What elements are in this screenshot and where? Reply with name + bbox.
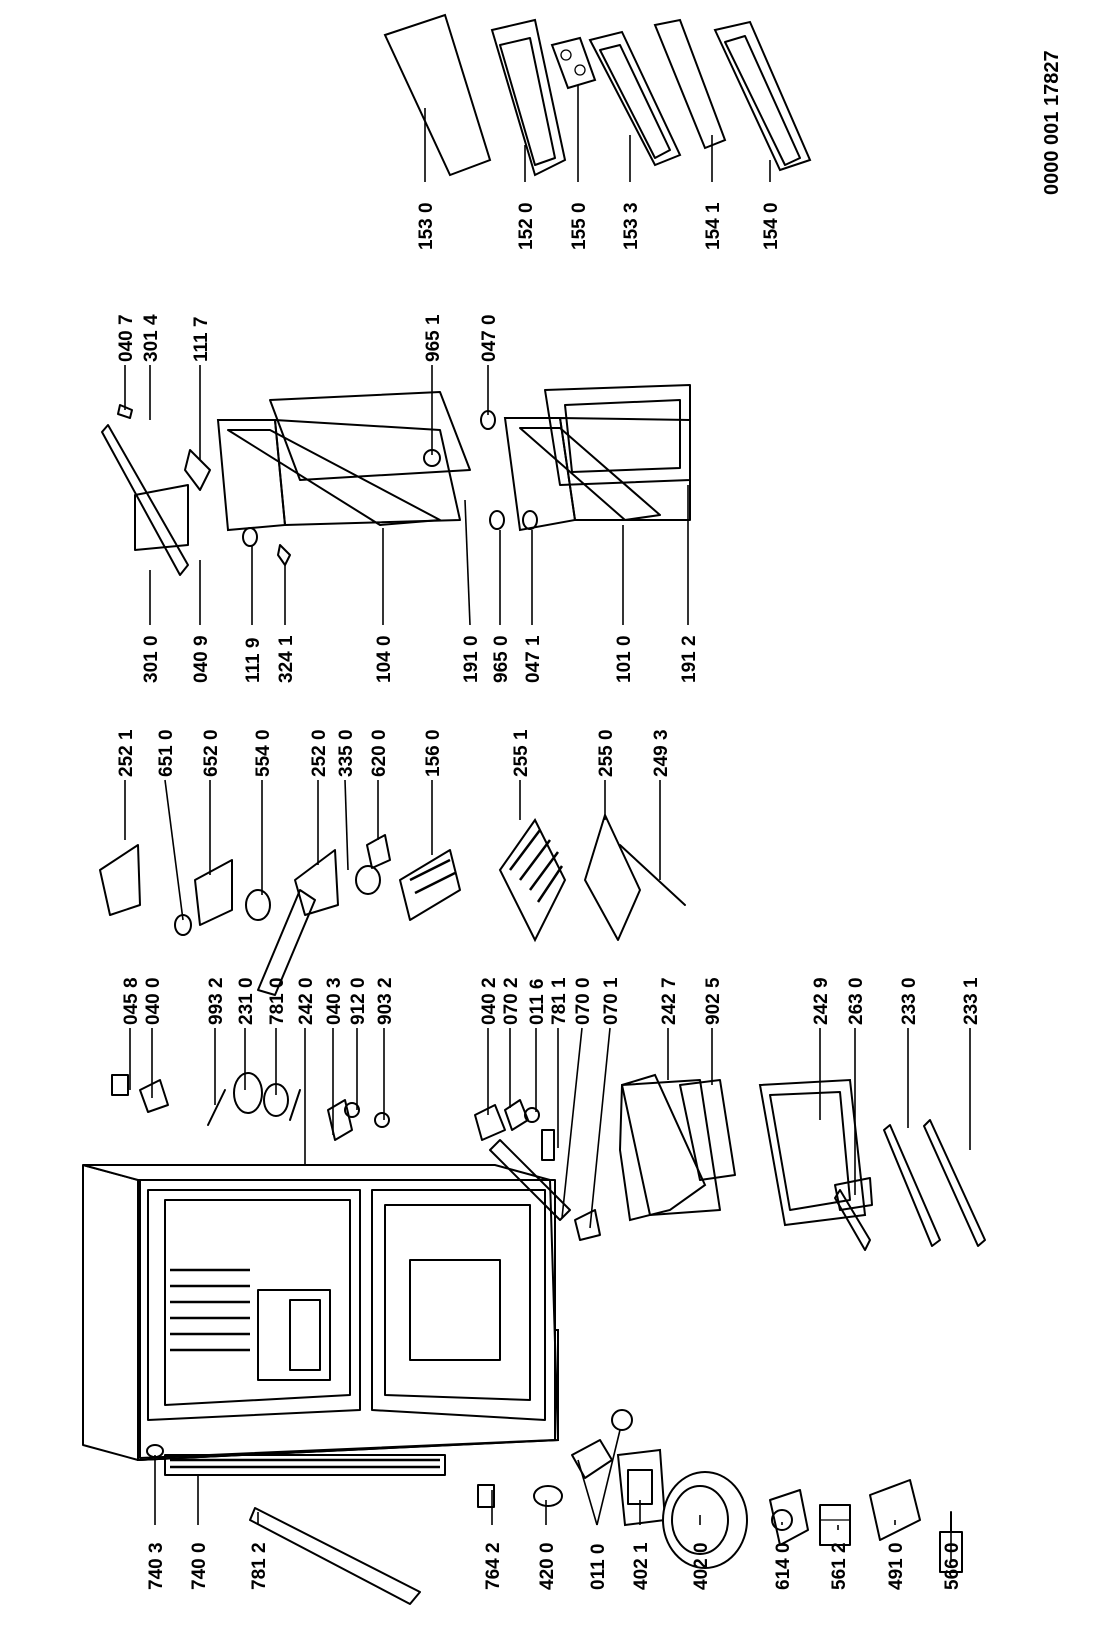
label-153-3: 153 3 [621, 202, 642, 250]
label-040-9: 040 9 [191, 635, 212, 683]
cabinet-drawing [82, 1164, 560, 1462]
label-402-1: 402 1 [631, 1542, 652, 1590]
label-242-7: 242 7 [659, 977, 680, 1025]
label-781-1: 781 1 [549, 977, 570, 1025]
label-111-9: 111 9 [243, 638, 264, 683]
label-070-0: 070 0 [573, 977, 594, 1025]
label-153-0: 153 0 [416, 202, 437, 250]
column3-freezer-parts [99, 814, 686, 996]
label-764-2: 764 2 [483, 1542, 504, 1590]
condenser-drawing [164, 1454, 446, 1476]
label-252-0: 252 0 [309, 729, 330, 777]
label-154-1: 154 1 [703, 202, 724, 250]
part-labels: 045 8 040 0 993 2 231 0 781 0 242 0 040 … [116, 50, 1063, 1590]
label-242-0: 242 0 [296, 977, 317, 1025]
label-740-0: 740 0 [189, 1542, 210, 1590]
label-263-0: 263 0 [846, 977, 867, 1025]
label-420-0: 420 0 [537, 1542, 558, 1590]
leader-lines [124, 85, 971, 1560]
label-491-0: 491 0 [886, 1542, 907, 1590]
label-045-8: 045 8 [121, 977, 142, 1025]
label-152-0: 152 0 [516, 202, 537, 250]
label-965-1: 965 1 [423, 314, 444, 362]
label-040-0: 040 0 [143, 977, 164, 1025]
label-781-0: 781 0 [267, 977, 288, 1025]
label-231-0: 231 0 [236, 977, 257, 1025]
bar-781-2-drawing [249, 1507, 421, 1605]
label-242-9: 242 9 [811, 977, 832, 1025]
label-255-0: 255 0 [596, 729, 617, 777]
label-191-2: 191 2 [679, 635, 700, 683]
label-902-5: 902 5 [703, 977, 724, 1025]
label-111-7: 111 7 [191, 317, 212, 362]
label-154-0: 154 0 [761, 202, 782, 250]
label-912-0: 912 0 [348, 977, 369, 1025]
document-id: 0000 001 17827 [1041, 50, 1063, 195]
bars-drawing [834, 1119, 986, 1251]
label-651-0: 651 0 [156, 729, 177, 777]
label-740-3: 740 3 [146, 1542, 167, 1590]
label-554-0: 554 0 [253, 729, 274, 777]
label-301-0: 301 0 [141, 635, 162, 683]
label-566-0: 566 0 [942, 1542, 963, 1590]
label-040-2: 040 2 [479, 977, 500, 1025]
compressor-group-drawing [616, 1448, 963, 1573]
label-040-7: 040 7 [116, 314, 137, 362]
label-993-2: 993 2 [206, 977, 227, 1025]
label-252-1: 252 1 [116, 729, 137, 777]
label-652-0: 652 0 [201, 729, 222, 777]
label-191-0: 191 0 [461, 635, 482, 683]
label-335-0: 335 0 [336, 729, 357, 777]
label-249-3: 249 3 [651, 729, 672, 777]
label-402-0: 402 0 [691, 1542, 712, 1590]
label-155-0: 155 0 [569, 202, 590, 250]
label-781-2: 781 2 [249, 1542, 270, 1590]
door-shelves-drawing [383, 13, 812, 177]
crisper-drawers-drawing [618, 1073, 873, 1227]
label-156-0: 156 0 [423, 729, 444, 777]
label-104-0: 104 0 [374, 635, 395, 683]
label-233-0: 233 0 [899, 977, 920, 1025]
label-101-0: 101 0 [614, 635, 635, 683]
doors-drawing [101, 384, 691, 576]
label-047-0: 047 0 [479, 314, 500, 362]
label-040-3: 040 3 [324, 977, 345, 1025]
label-903-2: 903 2 [375, 977, 396, 1025]
label-561-2: 561 2 [829, 1542, 850, 1590]
label-255-1: 255 1 [511, 729, 532, 777]
label-070-2: 070 2 [501, 977, 522, 1025]
label-324-1: 324 1 [276, 635, 297, 683]
label-965-0: 965 0 [491, 635, 512, 683]
label-047-1: 047 1 [523, 635, 544, 683]
label-011-6: 011 6 [527, 979, 548, 1026]
label-011-0: 011 0 [588, 1544, 609, 1591]
column2-small-parts [111, 1072, 601, 1241]
label-301-4: 301 4 [141, 314, 162, 362]
label-620-0: 620 0 [369, 729, 390, 777]
label-614-0: 614 0 [773, 1542, 794, 1590]
label-233-1: 233 1 [961, 977, 982, 1025]
label-070-1: 070 1 [601, 977, 622, 1025]
